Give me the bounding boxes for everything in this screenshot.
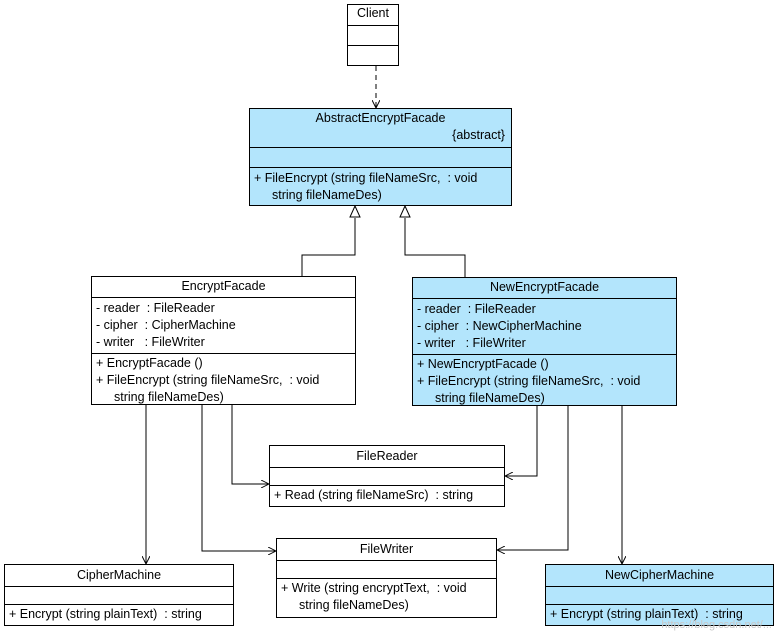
- class-cipher-machine: CipherMachine + Encrypt (string plainTex…: [4, 564, 234, 626]
- class-file-writer: FileWriter + Write (string encryptText, …: [276, 538, 497, 618]
- operations-section: + Encrypt (string plainText) : string: [5, 604, 233, 623]
- stereotype: {abstract}: [452, 128, 505, 142]
- attribute: - writer : FileWriter: [417, 336, 526, 350]
- class-name: FileWriter: [359, 542, 414, 556]
- attributes-section: [546, 586, 773, 604]
- operation: + EncryptFacade (): [96, 356, 203, 370]
- attribute: - cipher : CipherMachine: [96, 318, 236, 332]
- generalization-new-encrypt-facade: [404, 218, 466, 277]
- class-file-reader: FileReader + Read (string fileNameSrc) :…: [269, 445, 505, 507]
- attribute: - writer : FileWriter: [96, 335, 205, 349]
- name-section: AbstractEncryptFacade {abstract}: [250, 109, 511, 147]
- operation: + FileEncrypt (string fileNameSrc, : voi…: [417, 374, 641, 388]
- class-client: Client: [347, 4, 399, 66]
- attributes-section: [277, 560, 496, 578]
- class-new-encrypt-facade: NewEncryptFacade - reader : FileReader -…: [412, 277, 677, 406]
- class-name: EncryptFacade: [181, 279, 266, 293]
- class-abstract-encrypt-facade: AbstractEncryptFacade {abstract} + FileE…: [249, 108, 512, 206]
- operation: + NewEncryptFacade (): [417, 357, 549, 371]
- attribute: - cipher : NewCipherMachine: [417, 319, 582, 333]
- assoc-encrypt-reader: [231, 405, 269, 484]
- class-name: AbstractEncryptFacade: [315, 111, 446, 125]
- assoc-new-writer: [497, 406, 569, 550]
- attributes-section: [270, 467, 504, 485]
- generalization-triangle-right: [399, 204, 411, 218]
- watermark: https://blog.csdn.net/...: [661, 619, 772, 631]
- class-name: NewCipherMachine: [604, 568, 715, 582]
- assoc-new-reader: [505, 406, 538, 476]
- class-name: NewEncryptFacade: [489, 280, 600, 294]
- operations-section: + Encrypt (string plainText) : string: [546, 604, 773, 623]
- operation: + Encrypt (string plainText) : string: [9, 607, 202, 621]
- attributes-section: [348, 25, 398, 45]
- attribute: - reader : FileReader: [96, 301, 215, 315]
- class-new-cipher-machine: NewCipherMachine + Encrypt (string plain…: [545, 564, 774, 626]
- attributes-section: [250, 147, 511, 167]
- operation: + FileEncrypt (string fileNameSrc, : voi…: [254, 171, 478, 185]
- operation-continued: string fileNameDes): [299, 598, 409, 612]
- operations-section: + Read (string fileNameSrc) : string: [270, 485, 504, 504]
- operation-continued: string fileNameDes): [272, 188, 382, 202]
- operation: + Read (string fileNameSrc) : string: [274, 488, 474, 502]
- attribute: - reader : FileReader: [417, 302, 536, 316]
- attributes-section: - reader : FileReader - cipher : CipherM…: [92, 297, 355, 353]
- generalization-encrypt-facade: [301, 218, 356, 277]
- attributes-section: [5, 586, 233, 604]
- operation: + Encrypt (string plainText) : string: [550, 607, 743, 621]
- class-name: Client: [357, 6, 389, 20]
- class-name: CipherMachine: [76, 568, 162, 582]
- operation-continued: string fileNameDes): [435, 391, 545, 405]
- operation-continued: string fileNameDes): [114, 390, 224, 404]
- attributes-section: - reader : FileReader - cipher : NewCiph…: [413, 298, 676, 354]
- operations-section: + FileEncrypt (string fileNameSrc, : voi…: [250, 167, 511, 204]
- operation: + Write (string encryptText, : void: [281, 581, 467, 595]
- operation: + FileEncrypt (string fileNameSrc, : voi…: [96, 373, 320, 387]
- operations-section: + EncryptFacade () + FileEncrypt (string…: [92, 353, 355, 406]
- assoc-encrypt-writer: [201, 405, 276, 551]
- class-name: FileReader: [356, 449, 418, 463]
- operations-section: + NewEncryptFacade () + FileEncrypt (str…: [413, 354, 676, 407]
- generalization-triangle-left: [349, 204, 361, 218]
- class-encrypt-facade: EncryptFacade - reader : FileReader - ci…: [91, 276, 356, 405]
- operations-section: + Write (string encryptText, : void stri…: [277, 578, 496, 614]
- operations-section: [348, 45, 398, 65]
